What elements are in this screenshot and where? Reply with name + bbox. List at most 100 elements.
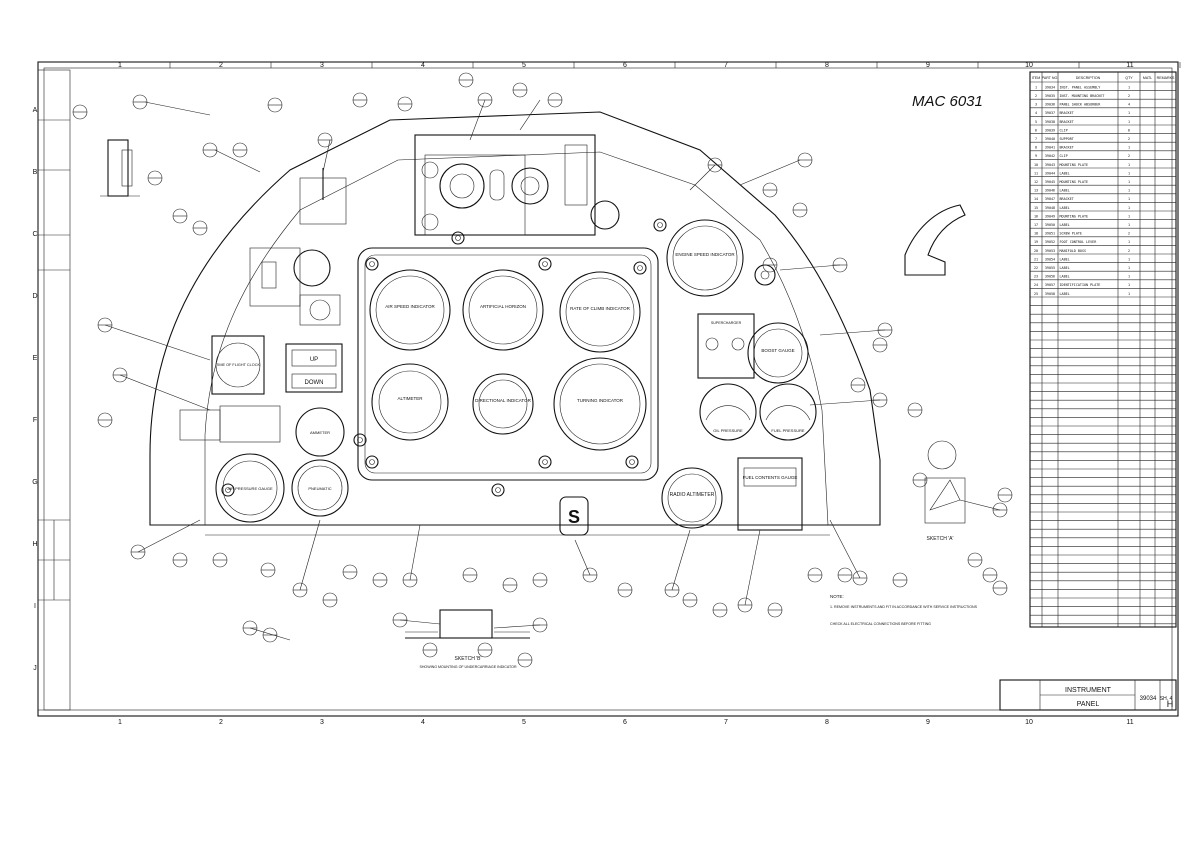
- engine-speed-label: ENGINE SPEED INDICATOR: [675, 252, 735, 257]
- parts-list-cell: 1: [1128, 292, 1130, 296]
- column-marker-bottom: 4: [421, 719, 425, 726]
- parts-list-cell: 2: [1128, 94, 1130, 98]
- bolt: [221, 483, 235, 497]
- parts-list-cell: INST. MOUNTING BRACKET: [1060, 94, 1105, 98]
- leader-line: [399, 619, 441, 625]
- parts-list-cell: 1: [1128, 240, 1130, 244]
- leader-line: [104, 324, 211, 361]
- leader-line: [819, 329, 886, 336]
- parts-list-cell: LABEL: [1060, 206, 1070, 210]
- parts-list-cell: CLIP: [1060, 128, 1068, 132]
- parts-list-cell: BRACKET: [1060, 197, 1074, 201]
- bolt-center: [657, 222, 663, 228]
- sheet-border: [37, 61, 1179, 717]
- parts-list-cell: 2: [1128, 154, 1130, 158]
- parts-list-cell: 1: [1128, 257, 1130, 261]
- s-indicator-label: S: [568, 507, 580, 527]
- parts-list-cell: 2: [1128, 249, 1130, 253]
- column-marker-top: 9: [926, 62, 930, 69]
- bolt-center: [629, 459, 635, 465]
- leader-line: [469, 99, 486, 141]
- revision-strip: [37, 69, 71, 711]
- air-pressure-gauge: AIR PRESSURE GAUGE: [215, 453, 285, 523]
- fuel-pressure-gauge: FUEL PRESSURE: [759, 383, 817, 441]
- rate-of-climb-indicator: RATE OF CLIMB INDICATOR: [559, 271, 641, 353]
- supercharger-label: SUPERCHARGER: [711, 321, 742, 325]
- leader-line: [214, 149, 261, 173]
- leader-line: [493, 624, 541, 629]
- bolt: [538, 455, 552, 469]
- parts-list-cell: 2: [1128, 137, 1130, 141]
- parts-list-cell: 1: [1128, 189, 1130, 193]
- leader-line: [137, 519, 201, 553]
- air-speed-indicator: AIR SPEED INDICATOR: [369, 269, 451, 351]
- column-marker-top: 4: [421, 62, 425, 69]
- row-marker: I: [34, 603, 36, 610]
- altimeter-label: ALTIMETER: [398, 396, 424, 401]
- parts-list-cell: 1: [1128, 206, 1130, 210]
- parts-list-cell: CLIP: [1060, 154, 1068, 158]
- column-marker-top: 6: [623, 62, 627, 69]
- leader-line: [671, 529, 691, 591]
- parts-list-cell: IDENTIFICATION PLATE: [1060, 283, 1101, 287]
- parts-list-cell: 16: [1034, 214, 1038, 218]
- parts-list-cell: 21: [1034, 257, 1038, 261]
- parts-list-cell: 39052: [1045, 240, 1055, 244]
- ammeter: AMMETER: [295, 407, 345, 457]
- parts-list-cell: 18: [1034, 232, 1038, 236]
- parts-list-cell: 23: [1034, 275, 1038, 279]
- clock-label: TIME OF FLIGHT CLOCK: [216, 363, 260, 367]
- bolt-center: [495, 487, 501, 493]
- fuel-pressure-label: FUEL PRESSURE: [771, 428, 805, 433]
- bolt: [538, 257, 552, 271]
- title-block: INSTRUMENT PANEL 39034 SH. 4 H: [999, 679, 1177, 711]
- parts-list-cell: 1: [1128, 111, 1130, 115]
- row-marker: B: [33, 169, 38, 176]
- bolt-center: [542, 459, 548, 465]
- parts-list-cell: 17: [1034, 223, 1038, 227]
- parts-list-cell: MOUNTING PLATE: [1060, 180, 1089, 184]
- row-marker: D: [32, 293, 37, 300]
- parts-list-cell: 20: [1034, 249, 1038, 253]
- parts-list-cell: 1: [1128, 223, 1130, 227]
- column-marker-bottom: 7: [724, 719, 728, 726]
- artificial-horizon: ARTIFICIAL HORIZON: [462, 269, 544, 351]
- parts-list-cell: 39050: [1045, 223, 1055, 227]
- parts-list-cell: BRACKET: [1060, 111, 1074, 115]
- bolt-center: [357, 437, 363, 443]
- parts-list-cell: PANEL SHOCK ABSORBER: [1060, 103, 1102, 107]
- parts-list-header: MATL: [1143, 76, 1152, 80]
- parts-list-cell: 39040: [1045, 137, 1055, 141]
- parts-list-cell: 25: [1034, 292, 1038, 296]
- column-marker-bottom: 11: [1126, 719, 1133, 726]
- parts-list-cell: LABEL: [1060, 257, 1070, 261]
- bolt-center: [225, 487, 231, 493]
- parts-list-cell: 1: [1128, 171, 1130, 175]
- parts-list-cell: 5: [1035, 120, 1037, 124]
- parts-list-cell: 22: [1034, 266, 1038, 270]
- parts-list-cell: INST. PANEL ASSEMBLY: [1060, 85, 1101, 89]
- sketch-b-note: SHOWING MOUNTING OF UNDERCARRIAGE INDICA…: [419, 665, 517, 669]
- sketch-b-title: SKETCH 'B': [455, 656, 482, 662]
- note-2: CHECK ALL ELECTRICAL CONNECTIONS BEFORE …: [830, 622, 931, 626]
- bolt-center: [369, 261, 375, 267]
- row-marker: A: [33, 107, 38, 114]
- oil-pressure-gauge: OIL PRESSURE: [699, 383, 757, 441]
- bolt: [365, 455, 379, 469]
- parts-list-cell: MOUNTING PLATE: [1060, 163, 1089, 167]
- parts-list-header: ITEM: [1032, 76, 1041, 80]
- bolt-center: [637, 265, 643, 271]
- down-label: DOWN: [305, 380, 324, 386]
- parts-list-cell: 6: [1128, 128, 1130, 132]
- parts-list-cell: 39051: [1045, 232, 1055, 236]
- parts-list-cell: 39046: [1045, 189, 1055, 193]
- bolt-center: [542, 261, 548, 267]
- leader-line: [144, 101, 211, 116]
- fuel-contents-label: FUEL CONTENTS GAUGE: [743, 475, 798, 480]
- supercharger-panel: SUPERCHARGER: [697, 313, 755, 379]
- directional-indicator: DIRECTIONAL INDICATOR: [472, 373, 534, 435]
- boost-gauge-label: BOOST GAUGE: [761, 348, 794, 353]
- blind-flying-panel: [357, 247, 659, 481]
- parts-list-cell: 1: [1128, 163, 1130, 167]
